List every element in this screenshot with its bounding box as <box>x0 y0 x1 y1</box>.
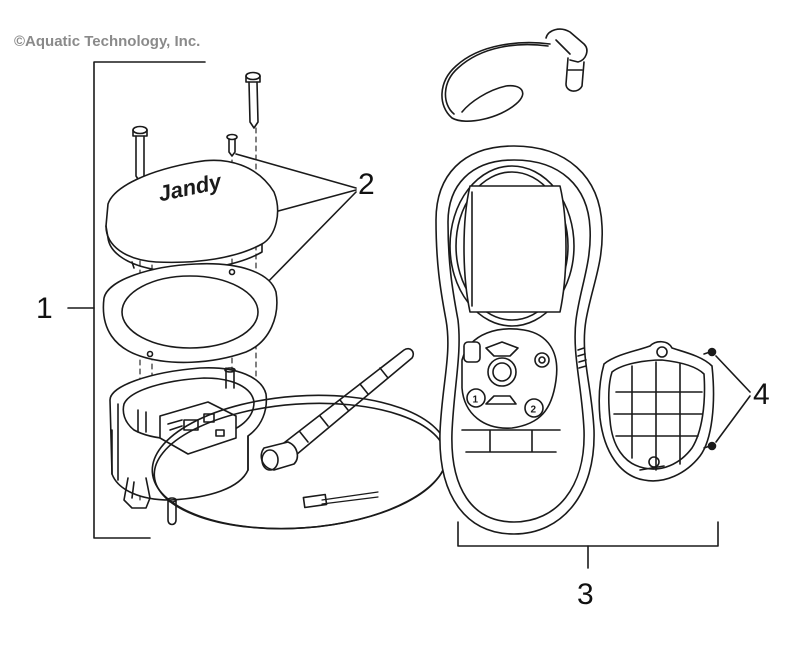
screw-short-top <box>226 133 238 157</box>
battery-cover <box>598 340 715 482</box>
callout-1: 1 <box>36 292 53 325</box>
screw-long-left <box>132 125 148 183</box>
screw-long-right <box>245 71 261 129</box>
base-housing <box>109 367 268 526</box>
callout-3: 3 <box>577 578 594 611</box>
temperature-sensor <box>441 28 588 122</box>
back-plate-screws <box>703 347 717 451</box>
bracket-3 <box>457 521 719 569</box>
button-label-2: 2 <box>531 405 537 416</box>
copyright-notice: ©Aquatic Technology, Inc. <box>14 33 201 50</box>
gasket <box>102 262 278 364</box>
leader-lines-4 <box>715 355 751 443</box>
bracket-1 <box>67 61 206 539</box>
callout-4: 4 <box>753 378 770 411</box>
callout-2: 2 <box>358 168 375 201</box>
antenna <box>260 347 415 471</box>
handheld-remote <box>435 145 603 535</box>
button-label-1: 1 <box>473 395 479 406</box>
